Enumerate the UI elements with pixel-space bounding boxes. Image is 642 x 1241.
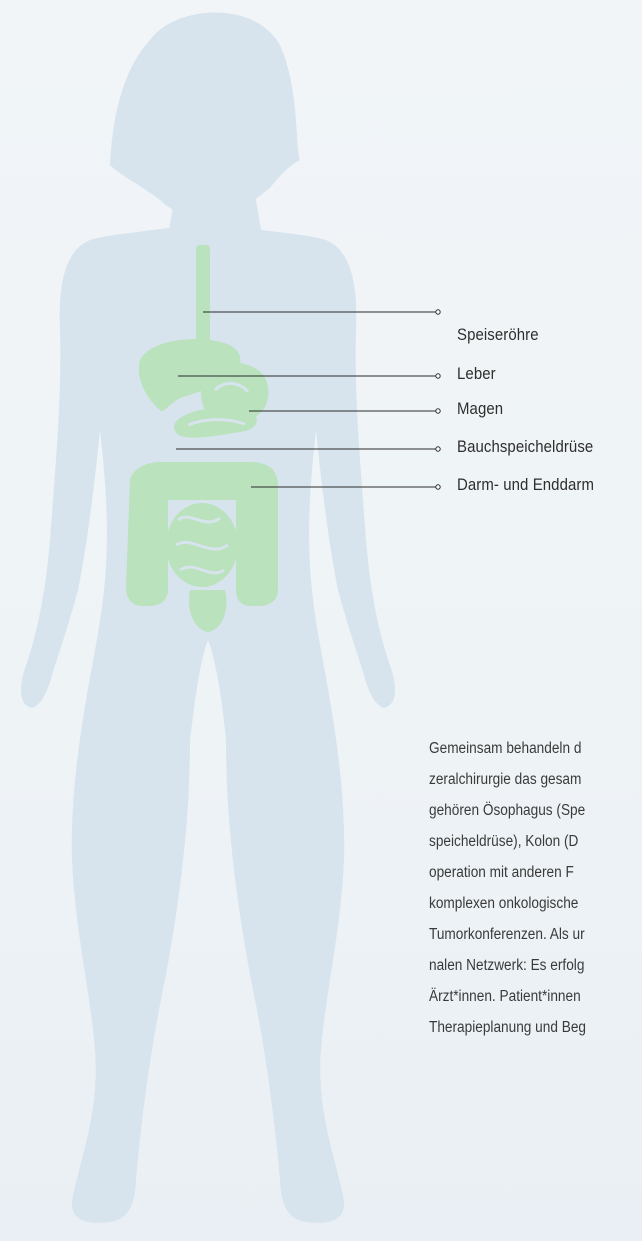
description-text: Gemeinsam behandeln d zeralchirurgie das…: [429, 733, 642, 1043]
description-line: Therapieplanung und Beg: [429, 1012, 642, 1043]
description-line: nalen Netzwerk: Es erfolg: [429, 950, 642, 981]
pointer-dot-pancreas: [436, 447, 440, 451]
description-line: komplexen onkologische: [429, 888, 642, 919]
label-liver: Leber: [457, 364, 496, 384]
pointer-dot-intestine: [436, 485, 440, 489]
label-pancreas: Bauchspeicheldrüse: [457, 437, 593, 457]
description-line: Tumorkonferenzen. Als ur: [429, 919, 642, 950]
description-line: Ärzt*innen. Patient*innen: [429, 981, 642, 1012]
pointer-dot-esophagus: [436, 310, 440, 314]
description-line: gehören Ösophagus (Spe: [429, 795, 642, 826]
pointer-dot-stomach: [436, 409, 440, 413]
description-line: speicheldrüse), Kolon (D: [429, 826, 642, 857]
description-line: Gemeinsam behandeln d: [429, 733, 642, 764]
label-esophagus: Speiseröhre: [457, 325, 539, 345]
description-line: zeralchirurgie das gesam: [429, 764, 642, 795]
description-line: operation mit anderen F: [429, 857, 642, 888]
label-stomach: Magen: [457, 399, 503, 419]
label-intestine: Darm- und Enddarm: [457, 475, 594, 495]
pointer-dot-liver: [436, 374, 440, 378]
